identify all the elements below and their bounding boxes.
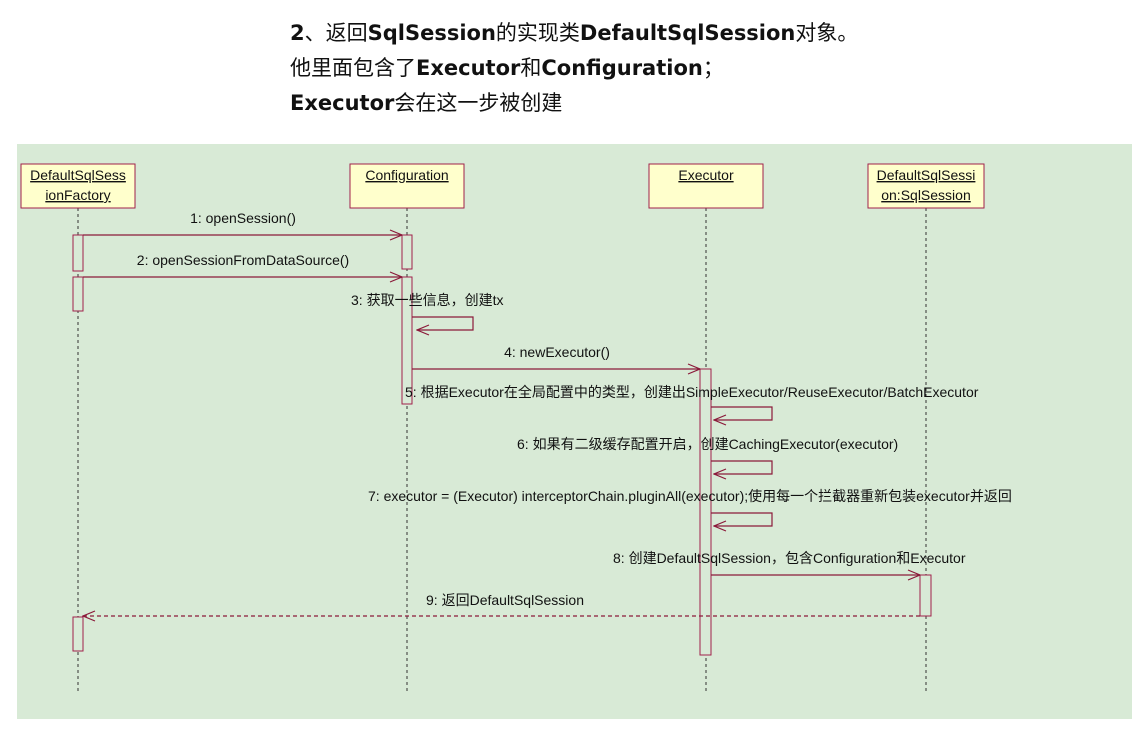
message-label-3: 3: 获取一些信息，创建tx [351,292,503,308]
message-labels: 1: openSession() 2: openSessionFromDataS… [137,210,1012,608]
heading-class-name: Configuration [541,56,703,80]
heading-number: 2 [290,21,305,45]
object-executor: Executor [648,163,764,209]
sequence-diagram: DefaultSqlSess ionFactory Configuration … [17,144,1132,719]
message-label-5: 5: 根据Executor在全局配置中的类型，创建出SimpleExecutor… [405,384,979,400]
message-label-7: 7: executor = (Executor) interceptorChai… [368,488,1012,504]
heading-class-name: SqlSession [367,21,496,45]
heading-text: 的实现类 [495,21,580,45]
heading-text: 他里面包含了 [290,56,416,80]
heading-text: 和 [520,56,542,80]
message-label-8: 8: 创建DefaultSqlSession，包含Configuration和E… [613,550,966,566]
heading-line-2: 他里面包含了Executor和Configuration； [290,51,858,86]
activation-bar [401,234,413,270]
activation-bar [401,276,413,405]
message-arrow-7 [711,512,773,526]
object-label: ionFactory [45,187,110,203]
object-label: DefaultSqlSessi [877,167,976,183]
message-arrows [83,235,920,616]
object-label: Configuration [365,167,448,183]
heading: 2、返回SqlSession的实现类DefaultSqlSession对象。 他… [290,16,858,121]
activation-bar [72,234,84,272]
object-session-factory: DefaultSqlSess ionFactory [20,163,136,209]
message-arrow-5 [711,406,773,420]
object-configuration: Configuration [349,163,465,209]
message-label-2: 2: openSessionFromDataSource() [137,252,349,268]
object-label: on:SqlSession [881,187,971,203]
activation-bar [919,574,932,617]
object-label: Executor [678,167,734,183]
message-label-6: 6: 如果有二级缓存配置开启，创建CachingExecutor(executo… [517,436,898,452]
activation-bar [699,368,712,656]
heading-line-3: Executor会在这一步被创建 [290,86,858,121]
heading-class-name: Executor [290,91,395,115]
heading-text: 、返回 [304,21,368,45]
heading-text: 会在这一步被创建 [394,91,563,115]
sequence-diagram-canvas: DefaultSqlSess ionFactory Configuration … [20,163,1012,694]
message-arrow-6 [711,460,773,474]
heading-class-name: DefaultSqlSession [579,21,796,45]
activation-bar [72,616,84,652]
activation-bar [72,276,84,312]
object-default-sql-session: DefaultSqlSessi on:SqlSession [867,163,985,209]
activations [72,234,932,656]
message-arrow-3 [412,316,474,330]
heading-line-1: 2、返回SqlSession的实现类DefaultSqlSession对象。 [290,16,858,51]
message-label-9: 9: 返回DefaultSqlSession [426,592,584,608]
heading-class-name: Executor [416,56,521,80]
heading-text: 对象。 [795,21,859,45]
heading-text: ； [702,56,724,80]
object-label: DefaultSqlSess [30,167,126,183]
message-label-4: 4: newExecutor() [504,344,610,360]
message-label-1: 1: openSession() [190,210,296,226]
